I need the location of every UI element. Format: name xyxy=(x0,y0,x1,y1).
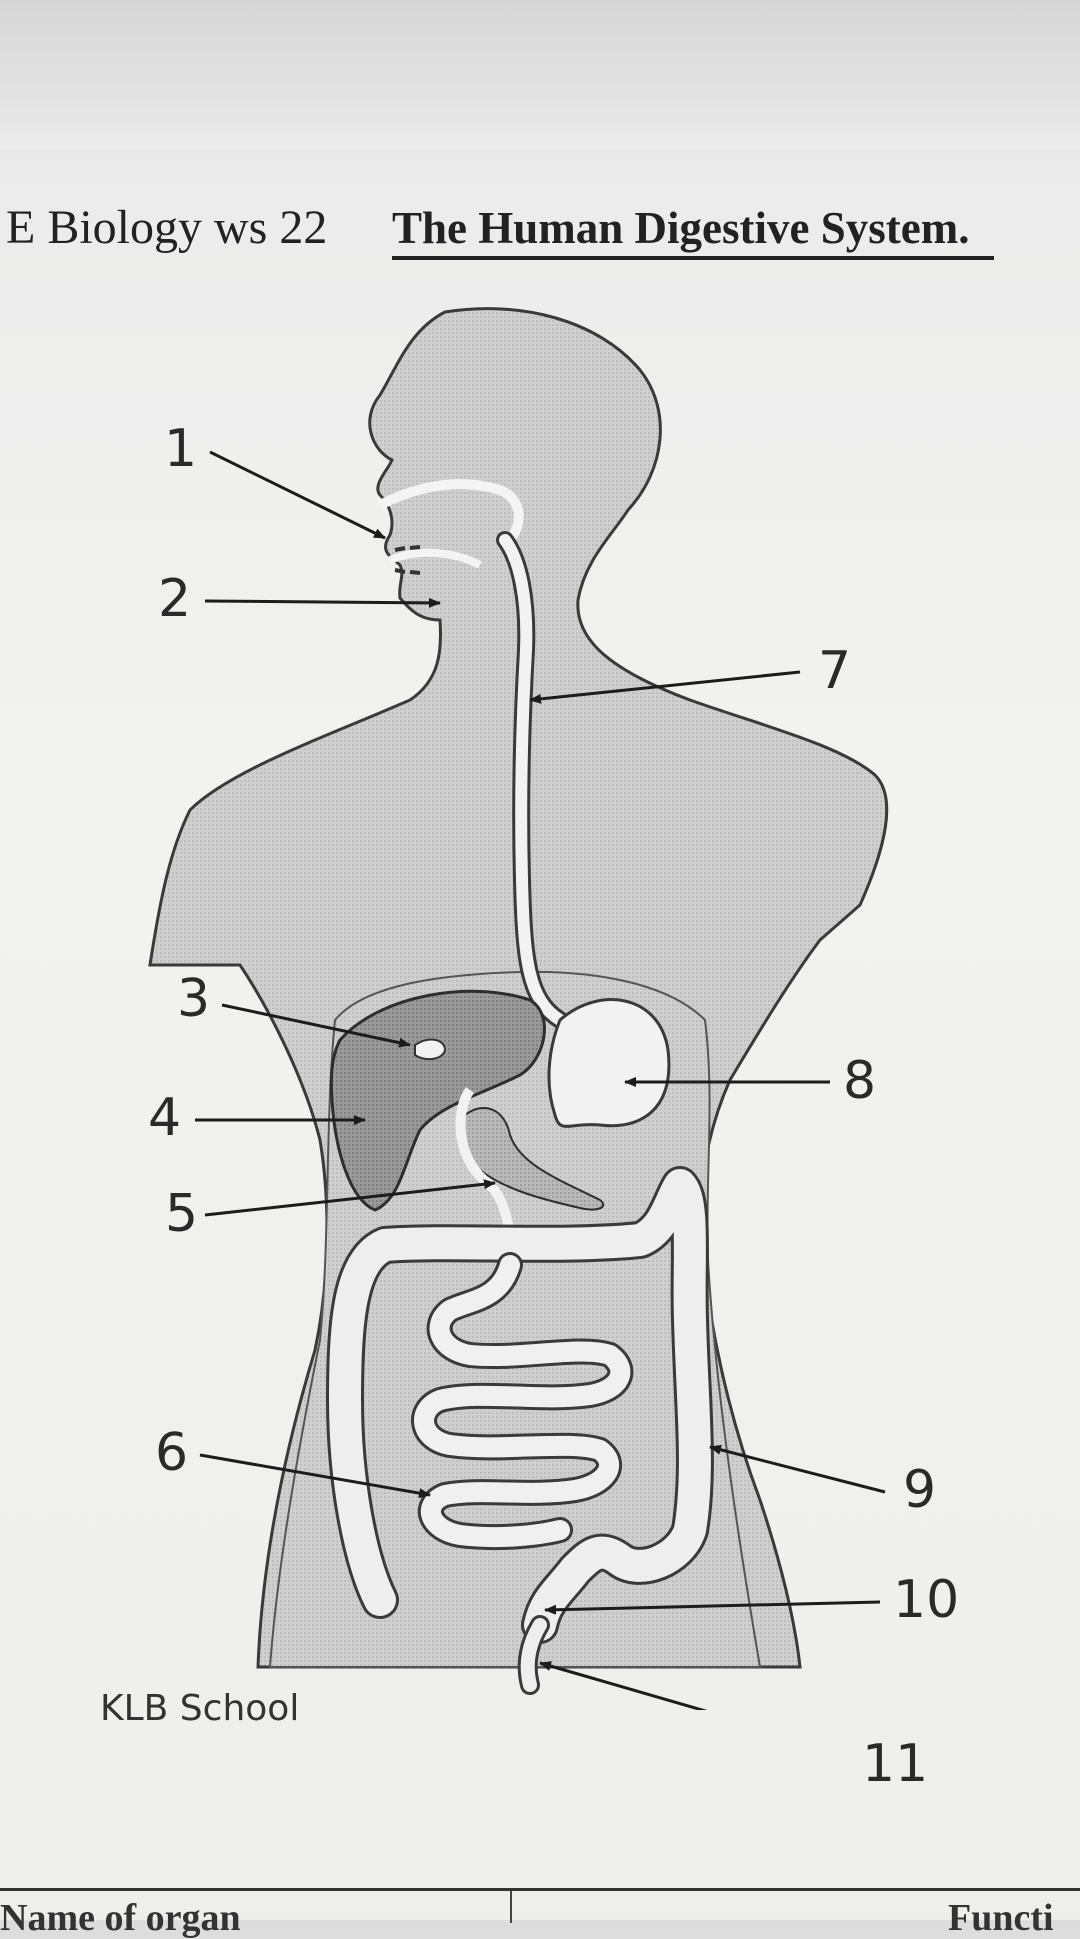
answer-table-header: Name of organ Functi xyxy=(0,1888,1080,1937)
function-column-header: Functi xyxy=(948,1897,1054,1939)
label-number-8: 8 xyxy=(843,1051,877,1111)
table-column-divider xyxy=(510,1891,512,1923)
gall-bladder xyxy=(414,1038,447,1061)
label-number-6: 6 xyxy=(155,1423,189,1483)
label-number-7: 7 xyxy=(818,641,852,701)
arrow-9 xyxy=(709,1444,886,1494)
organ-name-column-header: Name of organ xyxy=(0,1897,241,1939)
course-label: E Biology ws 22 xyxy=(6,201,328,254)
paper-top-edge xyxy=(0,0,1080,150)
liver xyxy=(329,989,546,1212)
arrow-5 xyxy=(204,1179,496,1217)
stomach xyxy=(547,998,671,1128)
arrow-7 xyxy=(529,670,801,704)
label-number-1: 1 xyxy=(164,419,198,479)
label-number-3: 3 xyxy=(177,969,211,1029)
worksheet-title: The Human Digestive System. xyxy=(392,202,994,260)
worksheet-header: E Biology ws 22 The Human Digestive Syst… xyxy=(0,200,1080,260)
arrow-1 xyxy=(209,450,386,540)
arrow-6 xyxy=(199,1453,431,1499)
diagram-credit: KLB School xyxy=(100,1688,300,1729)
label-number-9: 9 xyxy=(903,1460,937,1520)
label-number-11: 11 xyxy=(862,1734,929,1794)
arrow-10 xyxy=(544,1600,881,1615)
teeth xyxy=(394,545,421,575)
label-number-2: 2 xyxy=(158,569,192,629)
label-number-4: 4 xyxy=(148,1088,182,1148)
arrow-2 xyxy=(204,597,441,608)
label-number-5: 5 xyxy=(165,1184,199,1244)
label-arrows xyxy=(195,450,886,1710)
label-number-10: 10 xyxy=(893,1570,960,1630)
arrow-3 xyxy=(221,1003,411,1048)
arrow-11 xyxy=(539,1661,708,1710)
nasal-cavity xyxy=(377,479,524,543)
mouth-cavity xyxy=(388,548,482,569)
digestive-system-diagram xyxy=(148,307,889,1710)
